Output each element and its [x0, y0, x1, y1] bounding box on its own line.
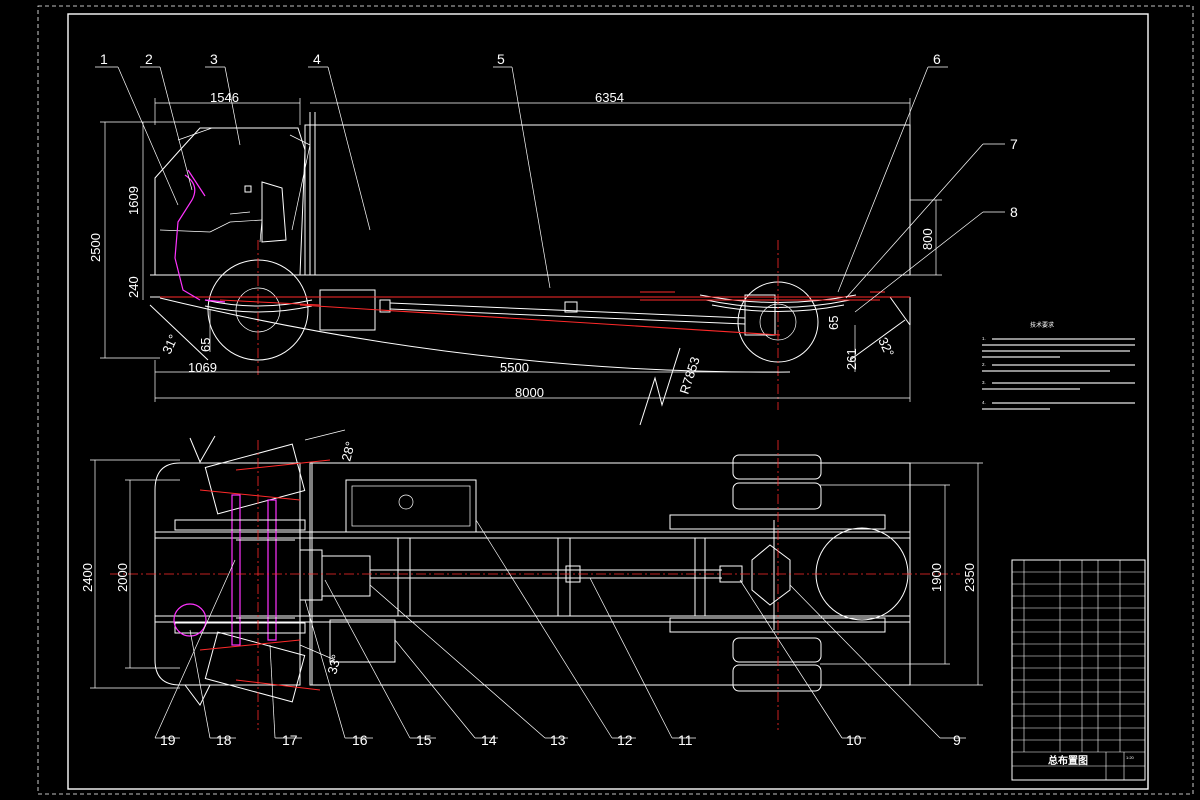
part-label-3: 3 [210, 51, 218, 67]
part-label-11: 11 [678, 732, 693, 748]
dim-rear-gap: 65 [826, 316, 841, 330]
dim-track-rear: 1900 [929, 563, 944, 592]
dim-track-front: 2000 [115, 563, 130, 592]
note-line-1: 1. [982, 336, 986, 341]
outer-border [37, 5, 1194, 795]
part-label-17: 17 [282, 732, 298, 748]
angle-approach: 31° [159, 332, 181, 356]
note-line-4: 4. [982, 400, 986, 405]
dim-body-length: 6354 [595, 90, 624, 105]
dim-radius: R7853 [677, 355, 703, 396]
note-line-3: 3. [982, 380, 986, 385]
angle-departure: 32° [875, 335, 897, 359]
part-label-6: 6 [933, 51, 941, 67]
part-label-2: 2 [145, 51, 153, 67]
part-label-8: 8 [1010, 204, 1018, 220]
part-label-10: 10 [846, 732, 862, 748]
inner-border [67, 13, 1149, 790]
part-label-15: 15 [416, 732, 432, 748]
part-label-4: 4 [313, 51, 321, 67]
side-view [100, 98, 942, 426]
drawing-scale: 1:20 [1126, 755, 1135, 760]
dim-total-height: 2500 [88, 233, 103, 262]
part-label-9: 9 [953, 732, 961, 748]
title-block: 总布置图 1:20 [1011, 559, 1146, 781]
part-label-5: 5 [497, 51, 505, 67]
dim-front-gap: 65 [198, 338, 213, 352]
dim-total-length: 8000 [515, 385, 544, 400]
part-label-18: 18 [216, 732, 232, 748]
notes-title: 技术要求 [1030, 321, 1054, 329]
dim-cab-length: 1546 [210, 90, 239, 105]
drawing-title: 总布置图 [1048, 754, 1088, 767]
part-label-1: 1 [100, 51, 108, 67]
dim-wheelbase: 5500 [500, 360, 529, 375]
part-leaders [95, 66, 1005, 739]
technical-notes: 技术要求 1. 2. 3. 4. [982, 321, 1135, 410]
dim-box-height: 800 [920, 228, 935, 250]
angle-steer-inner: 33° [324, 653, 344, 676]
dim-frame-height: 240 [126, 276, 141, 298]
part-label-19: 19 [160, 732, 176, 748]
note-line-2: 2. [982, 362, 986, 367]
part-label-13: 13 [550, 732, 566, 748]
dim-body-width: 2350 [962, 563, 977, 592]
part-label-16: 16 [352, 732, 368, 748]
part-label-12: 12 [617, 732, 633, 748]
top-view [90, 429, 983, 730]
dim-rear-clear: 261 [844, 348, 859, 370]
part-label-7: 7 [1010, 136, 1018, 152]
dim-cab-height: 1609 [126, 186, 141, 215]
angle-steer-outer: 28° [338, 440, 358, 463]
dim-front-overhang: 1069 [188, 360, 217, 375]
part-label-14: 14 [481, 732, 497, 748]
dim-front-width: 2400 [80, 563, 95, 592]
